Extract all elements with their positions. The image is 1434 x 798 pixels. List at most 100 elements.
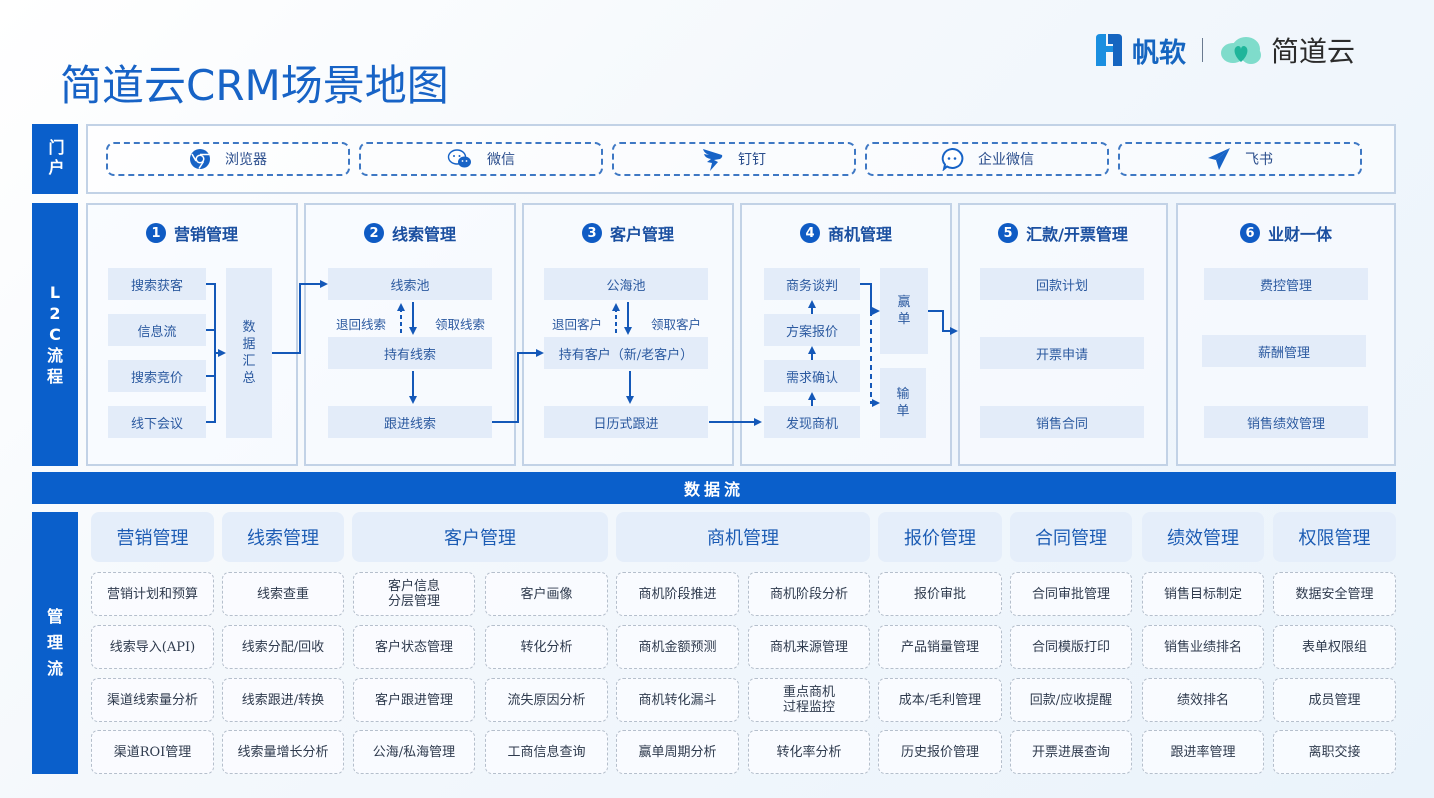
payroll-box[interactable]: 薪酬管理 [1202,335,1366,367]
portal-wechat[interactable]: 微信 [359,142,603,176]
fanruan-logo-icon [1096,34,1122,66]
opportunity-step-box[interactable]: 发现商机 [764,406,860,438]
mgmt-feature-cell[interactable]: 回款/应收提醒 [1010,678,1132,722]
mgmt-feature-cell[interactable]: 合同模版打印 [1010,625,1132,669]
opportunity-step-box[interactable]: 商务谈判 [764,268,860,300]
lead-pool-box[interactable]: 线索池 [328,268,492,300]
page-title: 简道云CRM场景地图 [60,61,449,110]
stage-title: 1 营销管理 [88,221,296,245]
brand-divider [1202,38,1203,62]
portal-label: 门户 [32,124,78,194]
mgmt-feature-cell[interactable]: 离职交接 [1273,730,1396,774]
mgmt-feature-cell[interactable]: 历史报价管理 [878,730,1002,774]
mgmt-feature-cell[interactable]: 营销计划和预算 [91,572,214,616]
mgmt-header-permissions[interactable]: 权限管理 [1273,512,1396,562]
invoice-request-box[interactable]: 开票申请 [980,337,1144,369]
follow-leads-box[interactable]: 跟进线索 [328,406,492,438]
win-char: 单 [897,312,911,327]
claim-lead-label: 领取线索 [435,317,486,332]
payment-plan-box[interactable]: 回款计划 [980,268,1144,300]
mgmt-feature-cell[interactable]: 渠道线索量分析 [91,678,214,722]
mgmt-feature-cell[interactable]: 渠道ROI管理 [91,730,214,774]
mgmt-feature-cell[interactable]: 商机阶段推进 [616,572,739,616]
l2c-label-char: L [49,283,61,302]
stage-title: 6 业财一体 [1178,221,1394,245]
held-customers-box[interactable]: 持有客户（新/老客户） [544,337,708,369]
l2c-label-char: C [49,325,61,344]
mgmt-header-marketing[interactable]: 营销管理 [91,512,214,562]
stage-title: 4 商机管理 [742,221,950,245]
lose-char: 输 [896,387,910,402]
sales-performance-box[interactable]: 销售绩效管理 [1204,406,1368,438]
data-aggregate-box[interactable]: 数 据 汇 总 [226,268,272,438]
mgmt-feature-cell[interactable]: 转化率分析 [748,730,870,774]
mgmt-feature-cell[interactable]: 开票进展查询 [1010,730,1132,774]
mgmt-feature-cell[interactable]: 商机金额预测 [616,625,739,669]
mgmt-header-customers[interactable]: 客户管理 [352,512,608,562]
calendar-follow-box[interactable]: 日历式跟进 [544,406,708,438]
mgmt-feature-cell[interactable]: 客户跟进管理 [353,678,475,722]
mgmt-feature-cell[interactable]: 转化分析 [485,625,608,669]
mgmt-feature-cell[interactable]: 合同审批管理 [1010,572,1132,616]
lose-box[interactable]: 输 单 [880,368,926,438]
sales-contract-box[interactable]: 销售合同 [980,406,1144,438]
portal-dingtalk[interactable]: 钉钉 [612,142,856,176]
source-box[interactable]: 搜索获客 [108,268,206,300]
mgmt-header-opportunities[interactable]: 商机管理 [616,512,870,562]
mgmt-feature-cell[interactable]: 商机来源管理 [748,625,870,669]
return-customer-label: 退回客户 [552,317,603,332]
source-box[interactable]: 搜索竞价 [108,360,206,392]
mgmt-feature-cell[interactable]: 产品销量管理 [878,625,1002,669]
mgmt-feature-cell[interactable]: 报价审批 [878,572,1002,616]
mgmt-feature-cell[interactable]: 跟进率管理 [1142,730,1264,774]
mgmt-feature-cell[interactable]: 线索导入(API) [91,625,214,669]
win-box[interactable]: 赢 单 [880,268,928,354]
mgmt-feature-cell[interactable]: 商机转化漏斗 [616,678,739,722]
mgmt-feature-cell[interactable]: 工商信息查询 [485,730,608,774]
mgmt-feature-cell[interactable]: 客户信息分层管理 [353,572,475,616]
public-pool-box[interactable]: 公海池 [544,268,708,300]
source-box[interactable]: 信息流 [108,314,206,346]
mgmt-header-contracts[interactable]: 合同管理 [1010,512,1132,562]
portal-dingtalk-label: 钉钉 [738,152,766,168]
aggregate-char: 数 [242,320,256,335]
opportunity-step-box[interactable]: 需求确认 [764,360,860,392]
portal-feishu[interactable]: 飞书 [1118,142,1362,176]
mgmt-feature-cell[interactable]: 成员管理 [1273,678,1396,722]
portal-wecom[interactable]: 企业微信 [865,142,1109,176]
portal-browser[interactable]: 浏览器 [106,142,350,176]
wechat-icon [447,149,471,168]
mgmt-feature-cell[interactable]: 公海/私海管理 [353,730,475,774]
mgmt-feature-cell[interactable]: 销售业绩排名 [1142,625,1264,669]
stage-title-text: 线索管理 [391,225,456,244]
mgmt-feature-cell[interactable]: 客户画像 [485,572,608,616]
mgmt-feature-cell[interactable]: 线索分配/回收 [222,625,344,669]
wecom-icon [941,147,964,171]
mgmt-feature-cell[interactable]: 流失原因分析 [485,678,608,722]
mgmt-feature-cell[interactable]: 赢单周期分析 [616,730,739,774]
stage-title-text: 营销管理 [173,225,238,244]
mgmt-feature-cell[interactable]: 客户状态管理 [353,625,475,669]
stage-title: 5 汇款/开票管理 [960,221,1166,245]
mgmt-feature-cell[interactable]: 销售目标制定 [1142,572,1264,616]
mgmt-header-leads[interactable]: 线索管理 [222,512,344,562]
stage-number-badge: 4 [799,223,820,243]
stage-number-badge: 6 [1239,223,1260,243]
brand-logos: 帆软 简道云 [1094,30,1355,70]
mgmt-feature-cell[interactable]: 重点商机过程监控 [748,678,870,722]
mgmt-feature-cell[interactable]: 线索查重 [222,572,344,616]
mgmt-header-performance[interactable]: 绩效管理 [1142,512,1264,562]
mgmt-feature-cell[interactable]: 线索量增长分析 [222,730,344,774]
mgmt-feature-cell[interactable]: 表单权限组 [1273,625,1396,669]
mgmt-header-quotes[interactable]: 报价管理 [878,512,1002,562]
stage-title-text: 商机管理 [827,225,892,244]
held-leads-box[interactable]: 持有线索 [328,337,492,369]
mgmt-feature-cell[interactable]: 线索跟进/转换 [222,678,344,722]
expense-control-box[interactable]: 费控管理 [1204,268,1368,300]
mgmt-feature-cell[interactable]: 成本/毛利管理 [878,678,1002,722]
mgmt-feature-cell[interactable]: 数据安全管理 [1273,572,1396,616]
mgmt-feature-cell[interactable]: 商机阶段分析 [748,572,870,616]
opportunity-step-box[interactable]: 方案报价 [764,314,860,346]
source-box[interactable]: 线下会议 [108,406,206,438]
mgmt-feature-cell[interactable]: 绩效排名 [1142,678,1264,722]
